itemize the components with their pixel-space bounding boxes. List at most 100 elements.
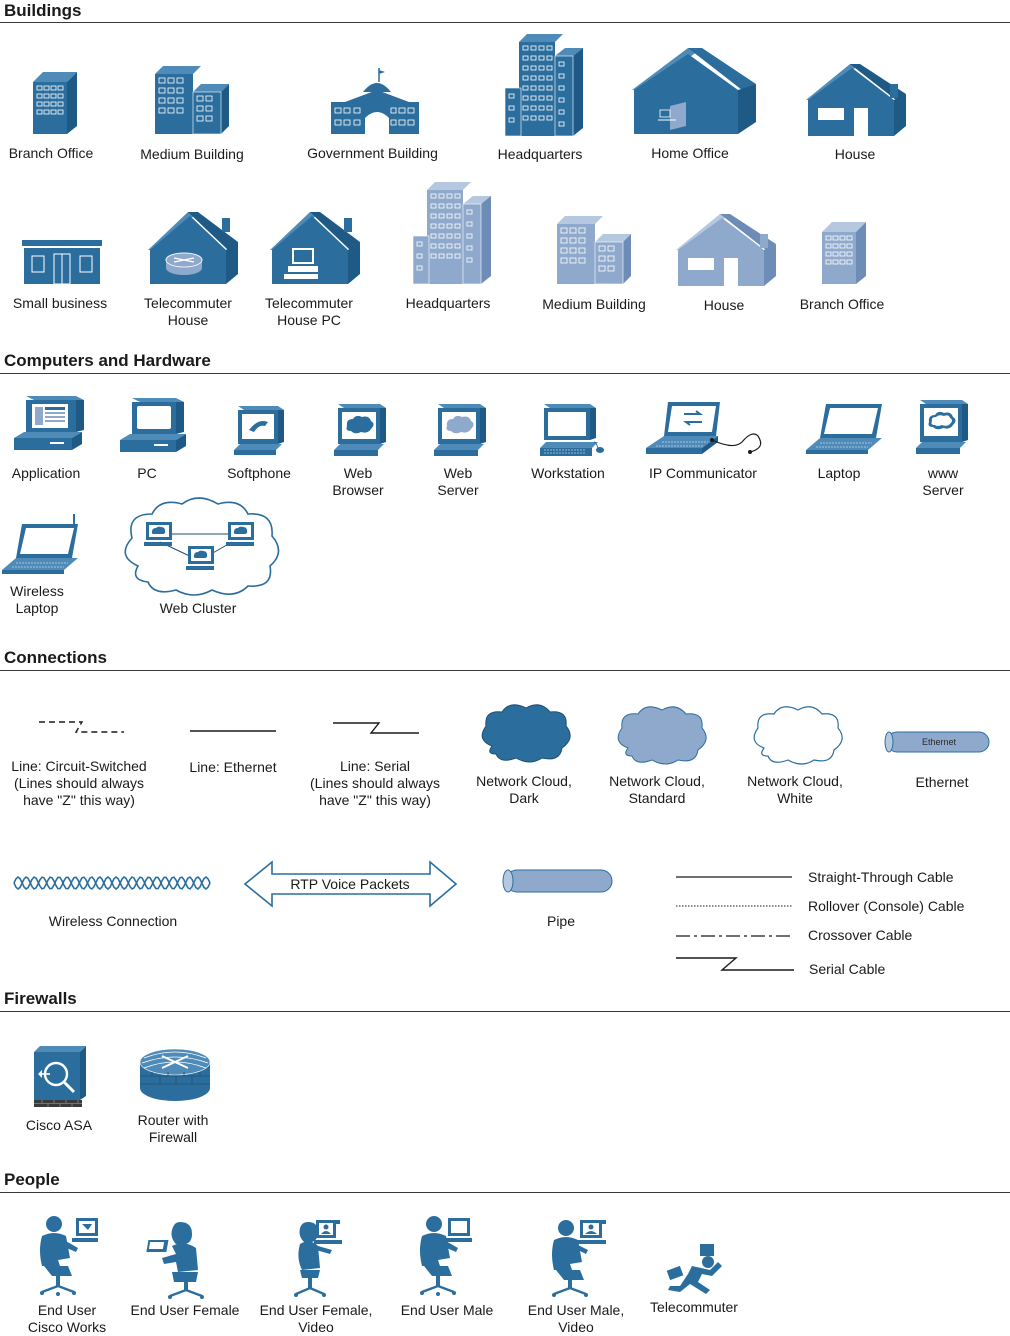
section-title-connections: Connections <box>4 648 107 667</box>
label-workstation: Workstation <box>531 465 605 481</box>
label-cloud-white: Network Cloud,White <box>747 773 843 806</box>
label-laptop: Laptop <box>817 465 861 481</box>
label-cloud-dark: Network Cloud,Dark <box>476 773 572 806</box>
house-icon <box>806 62 910 138</box>
medium-building-light-icon <box>557 214 633 286</box>
softphone-icon <box>232 404 288 456</box>
label-web-cluster: Web Cluster <box>159 600 237 616</box>
label-ethernet: Ethernet <box>915 774 969 790</box>
medium-building-icon <box>155 64 231 136</box>
label-rtp-voice-packets: RTP Voice Packets <box>290 876 410 892</box>
end-user-cisco-works-icon <box>38 1214 102 1298</box>
label-branch-office-light: Branch Office <box>799 296 885 312</box>
label-telecommuter: Telecommuter <box>650 1299 738 1315</box>
crossover-cable-line <box>676 929 794 943</box>
ethernet-tube-text: Ethernet <box>922 737 957 747</box>
cisco-asa-icon <box>32 1046 88 1108</box>
web-cluster-icon <box>122 496 284 596</box>
label-government-building: Government Building <box>307 145 438 161</box>
label-pipe: Pipe <box>546 913 576 929</box>
section-divider <box>0 1192 1010 1193</box>
label-end-user-female-video: End User Female,Video <box>259 1302 373 1335</box>
label-home-office: Home Office <box>651 145 729 161</box>
wireless-connection-icon <box>13 874 212 892</box>
label-pc: PC <box>137 465 157 481</box>
label-ethernet-line: Line: Ethernet <box>189 759 277 775</box>
small-business-icon <box>22 240 104 286</box>
section-divider <box>0 670 1010 671</box>
label-softphone: Softphone <box>227 465 291 481</box>
section-title-people: People <box>4 1170 60 1189</box>
ip-communicator-icon <box>646 400 766 458</box>
wireless-laptop-icon <box>2 514 80 574</box>
end-user-male-icon <box>418 1214 474 1298</box>
government-building-icon <box>329 68 421 136</box>
www-server-icon <box>916 398 972 456</box>
label-end-user-female: End User Female <box>130 1302 240 1318</box>
label-cisco-asa: Cisco ASA <box>25 1117 93 1133</box>
straight-through-cable-line <box>676 870 794 884</box>
serial-line-icon <box>333 718 421 738</box>
end-user-male-video-icon <box>552 1218 608 1298</box>
label-rollover-cable: Rollover (Console) Cable <box>808 898 965 914</box>
telecommuter-house-icon <box>148 208 240 286</box>
label-house-light: House <box>703 297 745 313</box>
label-end-user-male-video: End User Male,Video <box>527 1302 625 1335</box>
label-headquarters-light: Headquarters <box>405 295 491 311</box>
headquarters-light-icon <box>412 180 493 286</box>
ethernet-line-icon <box>190 724 276 738</box>
serial-cable-line <box>676 954 796 976</box>
rollover-cable-line <box>676 899 794 913</box>
branch-office-icon <box>33 70 81 136</box>
label-crossover-cable: Crossover Cable <box>808 927 913 943</box>
label-end-user-male: End User Male <box>400 1302 494 1318</box>
label-ip-communicator: IP Communicator <box>649 465 757 481</box>
workstation-icon <box>540 402 606 460</box>
network-cloud-dark-icon <box>480 702 572 764</box>
ethernet-tube-icon: Ethernet <box>881 731 997 755</box>
web-server-icon <box>434 402 488 458</box>
pc-icon <box>120 396 190 456</box>
label-circuit-switched: Line: Circuit-Switched(Lines should alwa… <box>11 758 147 808</box>
telecommuter-icon <box>666 1244 724 1294</box>
web-browser-icon <box>334 402 388 458</box>
label-medium-building-light: Medium Building <box>542 296 646 312</box>
label-application: Application <box>11 465 81 481</box>
network-cloud-standard-icon <box>616 704 707 766</box>
rtp-voice-packets-arrow-icon <box>243 860 458 908</box>
end-user-female-video-icon <box>294 1218 346 1298</box>
section-divider <box>0 373 1010 374</box>
label-straight-through-cable: Straight-Through Cable <box>808 869 954 885</box>
label-serial-cable: Serial Cable <box>809 961 886 977</box>
pipe-icon <box>500 869 616 895</box>
laptop-icon <box>806 404 886 454</box>
end-user-female-icon <box>146 1220 206 1299</box>
application-icon <box>14 394 86 456</box>
label-house: House <box>834 146 876 162</box>
label-headquarters: Headquarters <box>497 146 583 162</box>
label-cloud-standard: Network Cloud,Standard <box>609 773 705 806</box>
label-branch-office: Branch Office <box>8 145 94 161</box>
label-wireless-connection: Wireless Connection <box>48 913 178 929</box>
circuit-switched-line-icon <box>38 718 126 738</box>
label-medium-building: Medium Building <box>140 146 244 162</box>
network-cloud-white-icon <box>752 704 843 766</box>
section-divider <box>0 22 1010 23</box>
section-divider <box>0 1011 1010 1012</box>
house-light-icon <box>676 212 780 288</box>
headquarters-icon <box>504 32 585 138</box>
section-title-buildings: Buildings <box>4 1 82 20</box>
home-office-icon <box>632 46 758 136</box>
telecommuter-house-pc-icon <box>270 208 362 286</box>
section-title-firewalls: Firewalls <box>4 989 77 1008</box>
branch-office-light-icon <box>822 220 870 286</box>
